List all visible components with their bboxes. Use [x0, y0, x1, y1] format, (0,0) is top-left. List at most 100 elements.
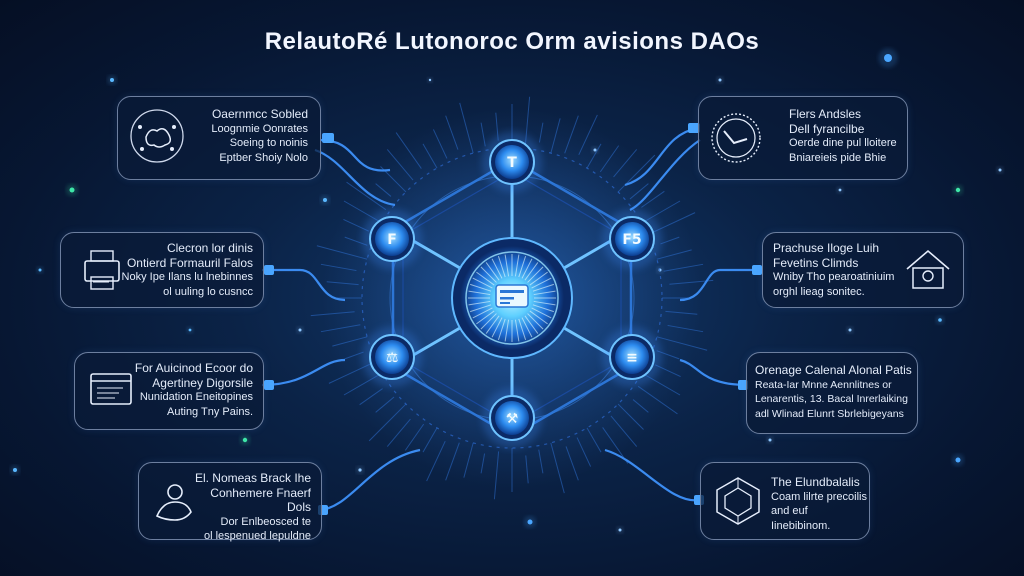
- spoke-line: [564, 115, 579, 154]
- hub-ray: [518, 318, 527, 341]
- spoke-line: [459, 102, 474, 154]
- spoke-line: [656, 249, 692, 260]
- star: [938, 318, 942, 322]
- card-line: The Elundbalalis: [771, 475, 860, 489]
- spoke-line: [346, 181, 387, 211]
- card-line: Loognmie Oonrates: [211, 122, 308, 135]
- hub-ray: [518, 255, 527, 278]
- hammer-icon: T: [507, 155, 517, 171]
- card-line: Flers Andsles: [789, 107, 862, 121]
- gavel-icon: ⚒: [506, 411, 519, 427]
- spoke-line: [599, 145, 620, 173]
- hub-ray: [533, 290, 556, 296]
- node-top: T: [482, 132, 542, 192]
- spoke-line: [493, 451, 500, 500]
- card-bottom-right-text: The Elundbalalis Coam lilrte precoilis a…: [771, 475, 867, 533]
- card-line: Auting Tny Pains.: [166, 405, 253, 418]
- hub-ray: [514, 254, 520, 277]
- star: [527, 519, 533, 525]
- card-line: adl Wlinad Elunrt Sbrlebigeyans: [755, 407, 904, 420]
- card-line: Dell fyrancilbe: [789, 121, 865, 136]
- card-connectors: [261, 126, 762, 512]
- card-top-right-text: Flers Andsles Dell fyrancilbe Oerde dine…: [789, 107, 901, 165]
- spoke-line: [480, 453, 486, 474]
- spoke-line: [445, 115, 459, 150]
- card-mid-left-2: For Auicinod Ecoor do Agertiney Digorsil…: [74, 352, 264, 430]
- spoke-line: [586, 143, 602, 169]
- spoke-line: [386, 418, 411, 447]
- spoke-line: [422, 143, 438, 169]
- card-line: Ontierd Formauril Falos: [126, 255, 253, 270]
- network-brain-icon: [130, 109, 184, 163]
- node-lower-right: ≡: [602, 327, 662, 387]
- hub-ray: [491, 317, 503, 338]
- card-mid-left-1-text: Clecron lor dinis Ontierd Formauril Falo…: [113, 241, 253, 299]
- node-upper-right: F5: [602, 209, 662, 269]
- card-line: Bniareieis pide Bhie: [789, 151, 887, 164]
- hub-ray: [504, 254, 510, 277]
- spoke-line: [480, 122, 486, 147]
- card-mid-right-2-text: Orenage Calenal Alonal Patis Reata-Iar M…: [755, 363, 913, 421]
- hub-ray: [497, 318, 506, 341]
- gauge-icon: [711, 113, 761, 163]
- card-line: orghl lieag sonitec.: [773, 285, 865, 298]
- spoke-line: [359, 388, 383, 406]
- star: [13, 468, 17, 472]
- page-title: RelautoRé Lutonoroc Orm avisions DAOs: [264, 28, 760, 55]
- card-line: Dor Enlbeosced te: [220, 515, 312, 528]
- hub-ray: [514, 319, 520, 342]
- hub-ray: [468, 290, 491, 296]
- printer-icon: [84, 250, 120, 290]
- node-lower-left: ⚖: [362, 327, 422, 387]
- hub-ray: [497, 255, 506, 278]
- spoke-line: [326, 281, 359, 286]
- hub-ray: [469, 283, 492, 292]
- card-line: Eptber Shoiy Nolo: [219, 151, 308, 164]
- hub-ray: [472, 307, 493, 319]
- hub-ray: [524, 262, 539, 281]
- star: [838, 188, 842, 192]
- hub-ray: [529, 271, 548, 286]
- spoke-line: [310, 311, 355, 317]
- card-top-left-text: Oaernmcc Sobled Loognmie Oonrates Soeing…: [178, 107, 308, 165]
- card-top-right: Flers Andsles Dell fyrancilbe Oerde dine…: [698, 96, 908, 180]
- spoke-line: [426, 440, 446, 482]
- spoke-line: [663, 263, 704, 272]
- spoke-line: [550, 442, 565, 494]
- spoke-line: [344, 351, 364, 360]
- hub-ray: [468, 300, 491, 306]
- card-mid-right-1: Prachuse Iloge Luih Fevetins Climds Wnib…: [762, 232, 964, 308]
- card-line: Reata-Iar Mnne Aennlitnes or: [755, 378, 892, 391]
- star: [358, 468, 362, 472]
- card-line: Nunidation Eneitopines: [139, 391, 253, 403]
- card-line: Oerde dine pul lloitere: [789, 137, 897, 149]
- hub-ray: [472, 277, 493, 289]
- document-window-icon: [90, 373, 132, 405]
- card-line: Orenage Calenal Alonal Patis: [755, 363, 912, 377]
- spoke-line: [395, 132, 422, 169]
- flag-icon: F: [387, 232, 397, 248]
- star: [848, 328, 852, 332]
- spoke-line: [422, 427, 438, 453]
- card-line: Fevetins Climds: [773, 255, 859, 270]
- spoke-line: [656, 336, 708, 351]
- card-line: Noky Ipe Ilans lu lnebinnes: [121, 271, 253, 283]
- hub-ray: [527, 313, 544, 330]
- house-lock-icon: [906, 249, 950, 289]
- hub-ray: [469, 304, 492, 313]
- star: [69, 187, 75, 193]
- card-line: Oaernmcc Sobled: [211, 107, 308, 121]
- card-line: Lenarentis, 13. Bacal Inrerlaiking: [755, 393, 908, 405]
- card-mid-left-1: Clecron lor dinis Ontierd Formauril Falo…: [60, 232, 264, 308]
- polyhedron-icon: [716, 477, 760, 525]
- spoke-line: [578, 114, 598, 156]
- spoke-line: [641, 190, 665, 208]
- node-bottom: ⚒: [482, 388, 542, 448]
- scale-icon: ⚖: [386, 350, 399, 366]
- star: [955, 187, 961, 193]
- card-line: and euf Iinebibinom.: [771, 505, 831, 532]
- star: [298, 328, 302, 332]
- spoke-line: [375, 396, 395, 413]
